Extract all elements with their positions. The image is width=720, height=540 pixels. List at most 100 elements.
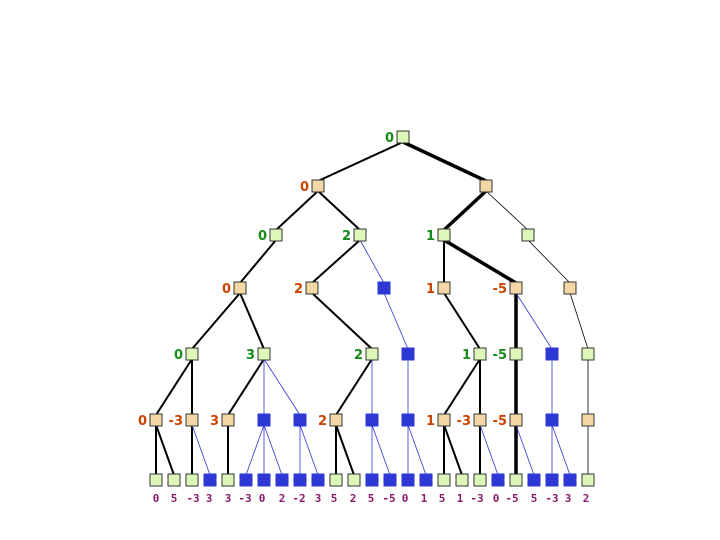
leaf-edge-pruned — [299, 424, 319, 476]
leaf-edge-pruned — [407, 424, 427, 476]
tree-edge — [239, 239, 277, 284]
leaf-node — [581, 473, 595, 487]
leaf-value: 3 — [206, 492, 213, 505]
min-node — [329, 413, 343, 427]
tree-edge-pruned — [263, 358, 301, 416]
pruned-leaf-node — [563, 473, 577, 487]
leaf-value: 0 — [493, 492, 500, 505]
leaf-node — [437, 473, 451, 487]
leaf-value: 1 — [421, 492, 428, 505]
leaf-value: 1 — [457, 492, 464, 505]
leaf-edge — [443, 424, 463, 476]
pruned-leaf-node — [401, 473, 415, 487]
leaf-value: 2 — [350, 492, 357, 505]
node-value: 0 — [300, 180, 309, 195]
node-value: 1 — [426, 414, 435, 429]
leaf-value: 5 — [171, 492, 178, 505]
tree-edge — [442, 189, 488, 232]
tree-edge — [311, 292, 373, 350]
pruned-node — [293, 413, 307, 427]
leaf-node — [509, 473, 523, 487]
pruned-leaf-node — [257, 473, 271, 487]
pruned-node — [545, 347, 559, 361]
tree-edge — [317, 141, 404, 182]
leaf-value: 0 — [259, 492, 266, 505]
leaf-node — [167, 473, 181, 487]
tree-edge — [227, 358, 265, 416]
leaf-value: -3 — [186, 492, 199, 505]
min-node — [221, 413, 235, 427]
leaf-value: 2 — [583, 492, 590, 505]
tree-edge — [317, 190, 361, 231]
node-value: 3 — [246, 348, 255, 363]
tree-edge — [335, 358, 373, 416]
leaf-edge-pruned — [191, 424, 211, 476]
max-node — [365, 347, 379, 361]
node-value: 2 — [354, 348, 363, 363]
leaf-value: -3 — [238, 492, 251, 505]
tree-edge — [155, 358, 193, 416]
leaf-value: 0 — [402, 492, 409, 505]
leaf-edge — [335, 424, 355, 476]
leaf-value: 5 — [439, 492, 446, 505]
leaf-edge-pruned — [479, 424, 499, 476]
leaf-node — [149, 473, 163, 487]
min-node — [185, 413, 199, 427]
max-node — [437, 228, 451, 242]
tree-edge — [311, 239, 361, 284]
leaf-edge-pruned — [371, 424, 391, 476]
pruned-leaf-node — [527, 473, 541, 487]
leaf-node — [329, 473, 343, 487]
node-value: 1 — [426, 282, 435, 297]
pruned-node — [377, 281, 391, 295]
leaf-value: -3 — [545, 492, 558, 505]
pruned-leaf-node — [383, 473, 397, 487]
pruned-node — [545, 413, 559, 427]
node-value: -5 — [493, 348, 507, 363]
leaf-value: -5 — [505, 492, 518, 505]
tree-edge — [569, 292, 589, 350]
leaf-node — [221, 473, 235, 487]
leaf-value: 3 — [565, 492, 572, 505]
tree-edge-pruned — [515, 292, 553, 350]
leaf-node — [347, 473, 361, 487]
leaf-edge — [155, 424, 175, 476]
tree-edge — [485, 190, 529, 231]
leaf-value: 5 — [331, 492, 338, 505]
min-node — [311, 179, 325, 193]
min-node — [479, 179, 493, 193]
leaf-value: -2 — [292, 492, 305, 505]
node-value: 0 — [174, 348, 183, 363]
pruned-leaf-node — [239, 473, 253, 487]
node-value: 2 — [318, 414, 327, 429]
node-value: -3 — [169, 414, 183, 429]
leaf-value: 0 — [153, 492, 160, 505]
tree-edge — [402, 140, 487, 183]
min-node — [473, 413, 487, 427]
min-node — [509, 413, 523, 427]
node-value: 0 — [138, 414, 147, 429]
min-node — [509, 281, 523, 295]
tree-edge — [239, 292, 265, 350]
max-node — [396, 130, 410, 144]
max-node — [353, 228, 367, 242]
node-value: 0 — [258, 229, 267, 244]
leaf-value: -5 — [382, 492, 395, 505]
leaf-value: -3 — [470, 492, 483, 505]
max-node — [581, 347, 595, 361]
min-node — [233, 281, 247, 295]
leaf-node — [455, 473, 469, 487]
pruned-node — [365, 413, 379, 427]
leaf-edge-pruned — [515, 424, 535, 476]
max-node — [521, 228, 535, 242]
leaf-edge-pruned — [263, 424, 283, 476]
min-node — [581, 413, 595, 427]
pruned-leaf-node — [311, 473, 325, 487]
node-value: 0 — [222, 282, 231, 297]
max-node — [509, 347, 523, 361]
node-value: 2 — [294, 282, 303, 297]
pruned-node — [401, 347, 415, 361]
